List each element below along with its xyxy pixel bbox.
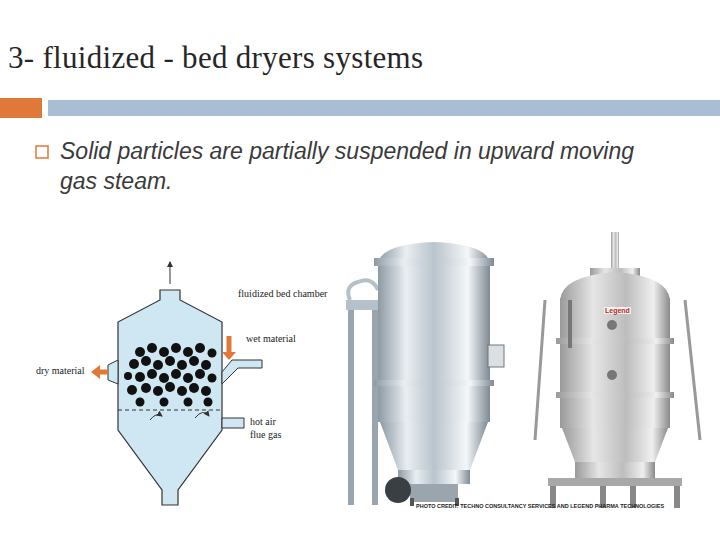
dryer-photo-2	[535, 232, 700, 508]
photo-credit: PHOTO CREDIT: TECHNO CONSULTANCY SERVICE…	[416, 503, 664, 509]
part-label: fluidized bed chamber	[238, 288, 327, 299]
bullet-square	[36, 146, 48, 158]
brand-logo: Legend	[604, 307, 631, 314]
slide-title: 3- fluidized - bed dryers systems	[8, 40, 423, 76]
part-label: flue gas	[250, 429, 281, 440]
header-bar	[48, 100, 720, 116]
bullet-text: Solid particles are partially suspended …	[60, 136, 670, 196]
accent-bar	[0, 98, 42, 118]
part-label: wet material	[246, 333, 296, 344]
part-label: dry material	[36, 365, 85, 376]
dryer-photo-1	[346, 242, 504, 506]
part-label: hot air	[250, 416, 276, 427]
dryer-schematic	[91, 262, 262, 505]
